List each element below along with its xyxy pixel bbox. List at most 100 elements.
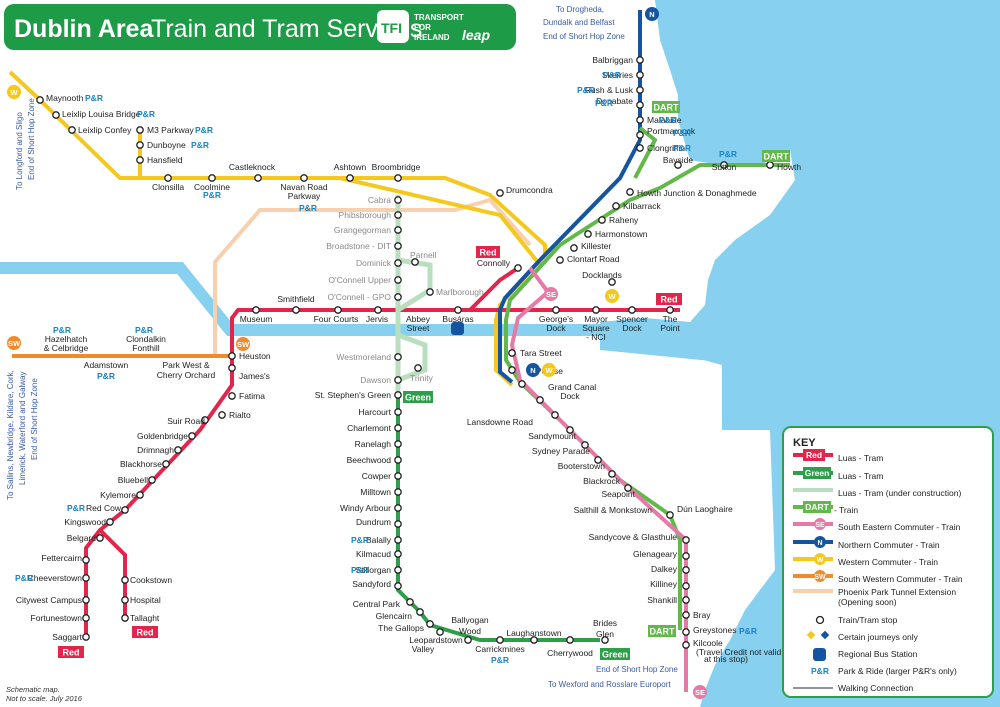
label-Killiney: Killiney xyxy=(650,579,678,589)
badge-green-stephens-text: Green xyxy=(405,393,431,403)
label-Kingswood: Kingswood xyxy=(64,517,106,527)
dest-west-mid-2: Limerick, Waterford and Galway xyxy=(18,371,27,485)
label-Kilbarrack: Kilbarrack xyxy=(623,201,662,211)
badge-n-north xyxy=(645,7,659,21)
stop-Cabra xyxy=(394,196,402,204)
park-and-ride-8: P&R xyxy=(97,371,115,381)
badge-red-saggart-text: Red xyxy=(62,648,79,658)
label-Portmarnock: Portmarnock xyxy=(647,126,696,136)
label-Salthill: Salthill & Monkstown xyxy=(574,505,653,515)
badge-se-south-text: SE xyxy=(695,688,705,697)
badge-sw-west xyxy=(7,336,21,350)
label-Sydney: Sydney Parade xyxy=(532,446,590,456)
key-bus-icon xyxy=(813,648,826,661)
stop-Booterstown xyxy=(581,441,589,449)
label-Phibsborough: Phibsborough xyxy=(339,210,392,220)
stop-Howth xyxy=(766,161,774,169)
stop-Cowper xyxy=(394,472,402,480)
label-Street-extra: Street xyxy=(407,323,430,333)
label-Malahide: Malahide xyxy=(647,115,682,125)
label-Balbriggan: Balbriggan xyxy=(592,55,633,65)
label-Drumcondra: Drumcondra xyxy=(506,185,553,195)
tfi-text-2: FOR xyxy=(414,23,431,32)
key-item-certain-journeys: Certain journeys only xyxy=(838,632,919,642)
stop-HowthJunction xyxy=(626,188,634,196)
park-and-ride-17: P&R xyxy=(659,115,677,125)
stop-Harmonstown xyxy=(584,230,592,238)
label-Blackhorse: Blackhorse xyxy=(120,459,162,469)
stop-Laughanstown xyxy=(530,636,538,644)
badge-red-point xyxy=(656,293,682,305)
badge-se-south xyxy=(693,685,707,699)
badge-sw-west-text: SW xyxy=(8,339,21,348)
label-SuirRoad: Suir Road xyxy=(167,416,205,426)
badge-se-connolly xyxy=(544,287,558,301)
stop-Clonsilla xyxy=(164,174,172,182)
dest-west-mid-1: To Sallins, Newbridge, Kildare, Cork, xyxy=(6,370,15,500)
stop-Hospital xyxy=(121,596,129,604)
stop-Drumcondra xyxy=(496,189,504,197)
stop-Connolly xyxy=(514,264,522,272)
stop-Rialto xyxy=(218,411,226,419)
stop-GrandCanal xyxy=(518,380,526,388)
badge-green-brides xyxy=(600,648,630,660)
label-Celbridge-extra: & Celbridge xyxy=(44,343,89,353)
dest-south-2: To Wexford and Rosslare Europort xyxy=(548,680,671,689)
label-StStephens: St. Stephen's Green xyxy=(315,390,392,400)
stop-Fatima xyxy=(228,392,236,400)
label-CherryOrchard-extra: Cherry Orchard xyxy=(157,370,216,380)
tfi-text-3: IRELAND xyxy=(414,33,450,42)
key-badge-0 xyxy=(803,449,825,461)
label-Bray: Bray xyxy=(693,610,711,620)
key-badge-text-0: Red xyxy=(806,450,822,460)
key-badge-1 xyxy=(803,467,831,479)
label-Coolmine: Coolmine xyxy=(194,182,230,192)
label-Kilmacud: Kilmacud xyxy=(356,549,391,559)
label-Dundrum: Dundrum xyxy=(356,517,391,527)
stations xyxy=(36,56,774,649)
label-Belgard: Belgard xyxy=(67,533,97,543)
stop-Grangegorman xyxy=(394,226,402,234)
label-NavanRoad: Navan Road xyxy=(280,182,328,192)
stop-Citywest xyxy=(82,596,90,604)
label-Charlemont: Charlemont xyxy=(347,423,392,433)
stop-Belgard xyxy=(96,534,104,542)
label-ThePoint2-extra: Point xyxy=(660,323,680,333)
label-Stillorgan: Stillorgan xyxy=(356,565,392,575)
stop-Fortunestown xyxy=(82,614,90,622)
label-Docklands: Docklands xyxy=(582,270,622,280)
leap-logo: leap xyxy=(462,27,490,43)
label-Cherrywood: Cherrywood xyxy=(547,648,593,658)
key-item-park-and-ride: Park & Ride (larger P&R's only) xyxy=(838,666,957,676)
park-and-ride-0: P&R xyxy=(85,93,103,103)
label-Dominick: Dominick xyxy=(356,258,392,268)
label-HowthJunction: Howth Junction & Donaghmede xyxy=(637,188,757,198)
dest-north-1: To Drogheda, xyxy=(556,5,604,14)
park-and-ride-5: P&R xyxy=(299,203,317,213)
park-and-ride-18: P&R xyxy=(673,128,691,138)
stop-Saggart xyxy=(82,633,90,641)
tfi-logo xyxy=(377,10,409,43)
park-and-ride-21: P&R xyxy=(739,626,757,636)
label-Goldenbridge: Goldenbridge xyxy=(137,431,188,441)
label-Sandymount: Sandymount xyxy=(528,431,576,441)
badge-dart-bray-text: DART xyxy=(650,627,675,637)
stop-MayorSquare xyxy=(592,306,600,314)
badge-n-north-text: N xyxy=(649,10,654,19)
stop-Malahide xyxy=(636,116,644,124)
label-Rialto: Rialto xyxy=(229,410,251,420)
stop-Portmarnock xyxy=(636,131,644,139)
label-Westmoreland: Westmoreland xyxy=(336,352,391,362)
label-Booterstown: Booterstown xyxy=(558,461,606,471)
dest-west-top-1: To Longford and Sligo xyxy=(15,112,24,190)
label-KilcooleNote2-extra: at this stop) xyxy=(704,654,748,664)
label-Glenageary: Glenageary xyxy=(633,549,678,559)
stop-Cherrywood xyxy=(566,636,574,644)
label-Clondalkin-extra: Clondalkin xyxy=(126,334,166,344)
label-Sutton: Sutton xyxy=(712,162,737,172)
label-Clongriffin: Clongriffin xyxy=(647,143,685,153)
stop-Broombridge xyxy=(394,174,402,182)
stop-Castleknock xyxy=(254,174,262,182)
badge-red-point-text: Red xyxy=(660,295,677,305)
label-Dawson: Dawson xyxy=(360,375,391,385)
